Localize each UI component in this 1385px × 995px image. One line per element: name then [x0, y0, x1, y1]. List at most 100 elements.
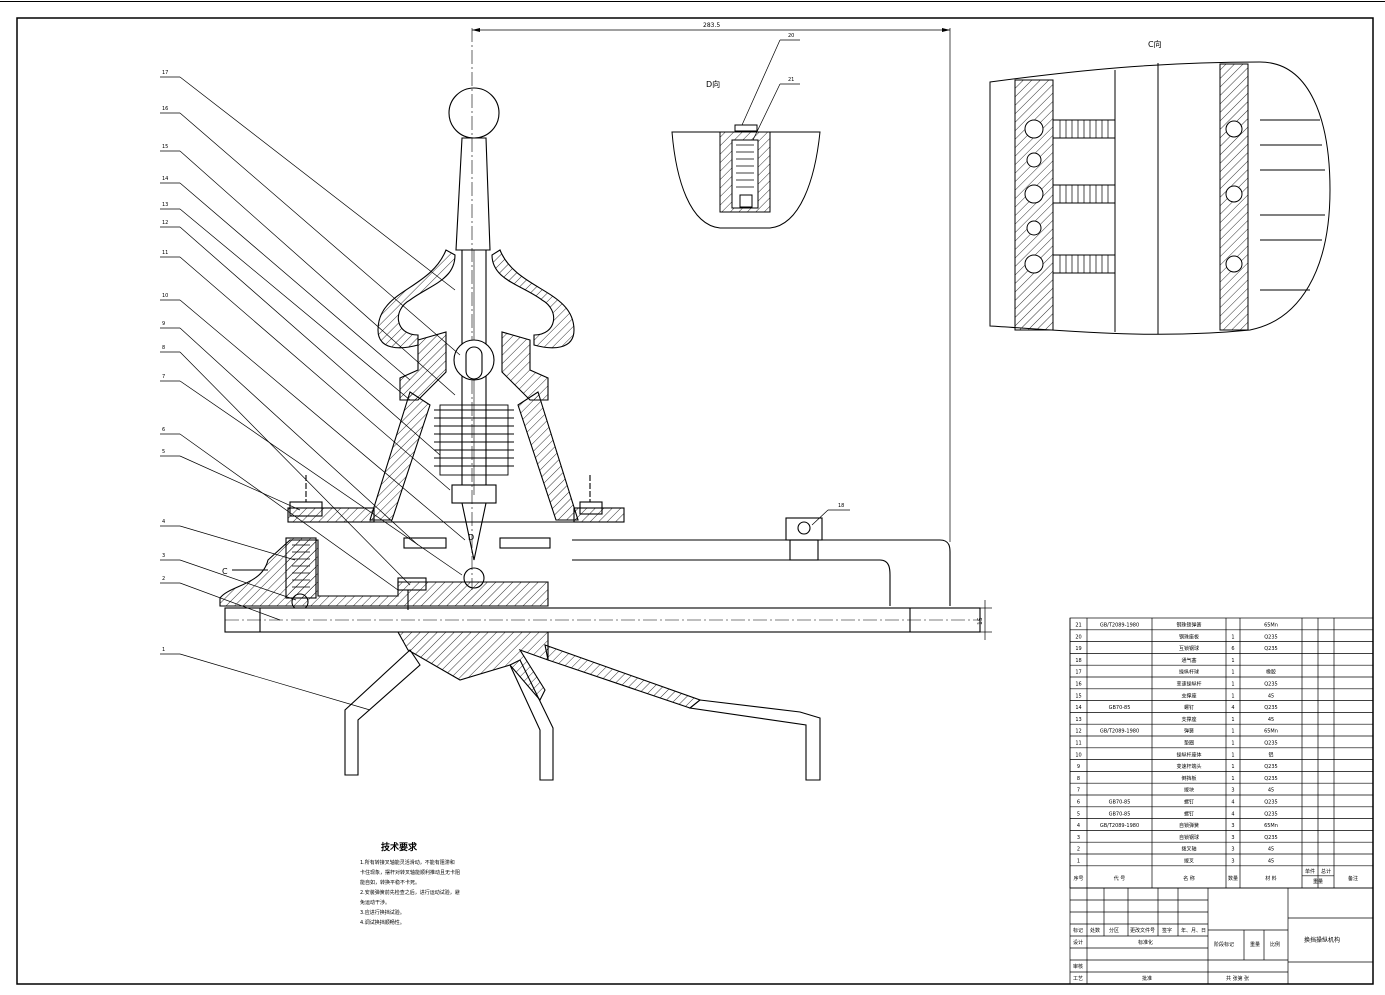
base-block: [219, 539, 549, 607]
bom-cell: 45: [1268, 788, 1274, 794]
tb-design: 设计: [1073, 939, 1083, 946]
boot-right: [491, 249, 575, 349]
tb-count: 处数: [1090, 927, 1100, 934]
bom-header-unit: 单件: [1305, 868, 1315, 875]
bom-cell: Q235: [1264, 776, 1277, 782]
bom-cell: 45: [1268, 859, 1274, 865]
leader-15: 15: [162, 144, 168, 150]
bom-cell: 21: [1075, 623, 1081, 629]
bom-cell: 1: [1231, 752, 1234, 758]
bom-cell: 螺钉: [1184, 799, 1194, 806]
bom-cell: 变速操纵杆: [1176, 681, 1201, 688]
bom-cell: 1: [1231, 764, 1234, 770]
tech-line-3: 能自如，转换平稳不卡死。: [360, 879, 420, 886]
bom-header-no: 序号: [1073, 875, 1083, 882]
bom-cell: 3: [1077, 835, 1080, 841]
bom-cell: 3: [1231, 788, 1234, 794]
drawing-frame: [16, 17, 1374, 985]
bom-cell: 拨叉轴: [1181, 846, 1196, 853]
tb-std: 标准化: [1138, 939, 1153, 946]
bom-cell: 1: [1077, 859, 1080, 865]
housing-left: [369, 391, 431, 521]
dim-15: 15: [977, 617, 984, 625]
tech-line-5: 免运动干涉。: [360, 899, 390, 906]
tb-sheets: 共 张第 张: [1226, 975, 1249, 982]
d-view-label: D向: [706, 79, 720, 89]
bom-header-weight: 重量: [1313, 878, 1323, 885]
fork-left-leg: [344, 649, 421, 776]
tb-process: 工艺: [1073, 976, 1083, 982]
bom-cell: Q235: [1264, 741, 1277, 747]
tech-requirements: 技术要求 1.所有转接叉轴能灵活滑动，不能有阻滞和 卡住现象，摆杆对转叉轴能顺利…: [360, 841, 460, 926]
ball-joint: [453, 339, 495, 381]
leader-17: 17: [162, 70, 168, 76]
bom-cell: 65Mn: [1264, 729, 1278, 735]
bom-cell: 1: [1231, 658, 1234, 664]
leader-14: 14: [162, 176, 168, 182]
bom-cell: 19: [1075, 646, 1081, 652]
bom-cell: 垫圈: [1184, 740, 1194, 747]
bom-cell: 1: [1231, 776, 1234, 782]
bom-cell: 1: [1231, 717, 1234, 723]
housing-right: [517, 391, 579, 521]
tb-zone: 分区: [1109, 927, 1119, 934]
shift-lever: [455, 137, 491, 251]
bom-cell: 变速杆端头: [1176, 763, 1201, 770]
bom-cell: 操纵杆球: [1179, 669, 1199, 676]
tb-approve: 批准: [1142, 975, 1152, 982]
tb-date: 年、月、日: [1181, 927, 1206, 934]
bom-cell: 互锁钢球: [1179, 645, 1199, 652]
bom-cell: 12: [1075, 729, 1081, 735]
bom-cell: Q235: [1264, 811, 1277, 817]
bom-cell: 4: [1231, 705, 1234, 711]
tb-doc: 更改文件号: [1130, 927, 1155, 934]
bom-cell: 2: [1077, 847, 1080, 853]
bom-cell: 拨叉: [1184, 858, 1194, 865]
leader-2: 2: [162, 576, 165, 582]
bom-cell: 10: [1075, 752, 1081, 758]
bom-cell: 3: [1231, 835, 1234, 841]
leader-13: 13: [162, 202, 168, 208]
bom-header-qty: 数量: [1228, 875, 1238, 882]
tb-mark: 标记: [1073, 927, 1083, 934]
leader-lines: [160, 39, 850, 711]
leader-16: 16: [162, 106, 168, 112]
section-d-marker: D: [468, 533, 474, 542]
section-c-marker: C: [222, 567, 228, 576]
bom-cell: 4: [1077, 823, 1080, 829]
bom-cell: 7: [1077, 788, 1080, 794]
bom-cell: 通气塞: [1181, 657, 1196, 664]
bom-cell: 45: [1268, 717, 1274, 723]
leader-numbers: 17 16 15 14 13 12 11 10 9 8 7 6 5 4 3 2 …: [162, 33, 844, 653]
bom-cell: GB70-85: [1109, 705, 1131, 711]
tb-weight: 重量: [1250, 941, 1260, 948]
tb-stage: 阶段标记: [1214, 941, 1234, 948]
tech-title: 技术要求: [381, 841, 418, 853]
leader-12: 12: [162, 220, 168, 226]
bom-cell: 9: [1077, 764, 1080, 770]
bom-cell: 倒挡板: [1181, 775, 1196, 782]
bom-cell: 拨块: [1184, 787, 1194, 794]
bom-cell: 5: [1077, 811, 1080, 817]
bom-cell: GB/T2089-1980: [1100, 823, 1139, 829]
bom-cell: 20: [1075, 634, 1081, 640]
d-view: [671, 124, 821, 229]
bom-cell: Q235: [1264, 682, 1277, 688]
bom-cell: Q235: [1264, 764, 1277, 770]
bom-cell: 支撑座: [1181, 692, 1196, 699]
bom-cell: Q235: [1264, 835, 1277, 841]
bom-cell: 4: [1231, 800, 1234, 806]
bom-cell: 自锁弹簧: [1179, 822, 1199, 829]
bom-cell: 螺钉: [1184, 704, 1194, 711]
tech-line-7: 4.调试换挡顺畅性。: [360, 919, 405, 926]
bom-cell: 14: [1075, 705, 1081, 711]
leader-10: 10: [162, 293, 168, 299]
bom-cell: 1: [1231, 693, 1234, 699]
dim-283-5: 283.5: [703, 22, 720, 29]
bom-header-name: 名 称: [1183, 875, 1195, 882]
bom-cell: 45: [1268, 693, 1274, 699]
leader-9: 9: [162, 321, 165, 327]
bom-cell: GB70-85: [1109, 800, 1131, 806]
